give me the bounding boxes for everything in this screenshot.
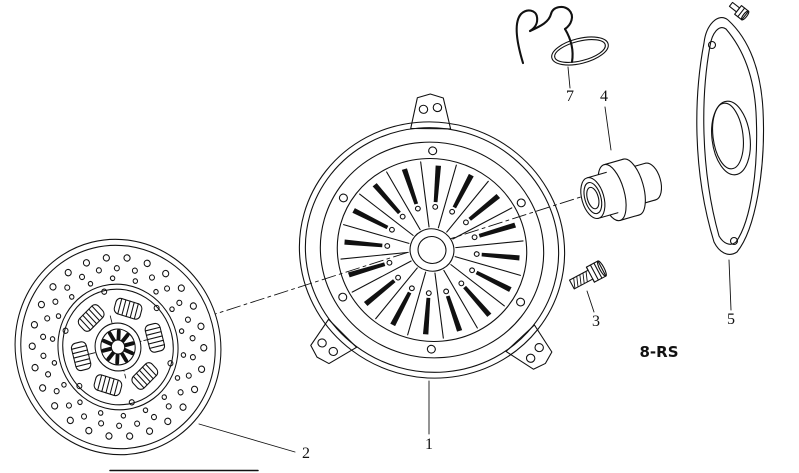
callout-2: 2: [302, 445, 310, 462]
diaphragm-spring-fingers: [340, 161, 524, 339]
clutch-disc: [14, 238, 222, 456]
disc-rivet-holes-outer: [28, 254, 208, 440]
pressure-plate: [298, 93, 566, 379]
pressure-plate-mounting-lugs: [310, 93, 553, 370]
diaphragm-spring-slots: [344, 165, 520, 335]
release-bearing: [580, 158, 663, 222]
diaphragm-finger-holes: [384, 204, 480, 296]
callout-4: 4: [600, 88, 608, 105]
guide-plate-screw: [728, 1, 750, 21]
callout-5: 5: [727, 311, 735, 328]
bolt: [568, 260, 607, 290]
disc-damper-springs: [70, 297, 166, 397]
retaining-ring: [551, 36, 609, 66]
leader-line-7: [567, 66, 571, 89]
guide-plate: [696, 1, 764, 255]
disc-rivet-holes-inner: [49, 275, 187, 419]
callout-1: 1: [425, 436, 433, 453]
leader-line-3: [586, 290, 595, 313]
leader-line-5: [728, 259, 732, 311]
pressure-plate-cover-holes: [338, 146, 526, 354]
disc-hub-spline: [101, 329, 135, 365]
retaining-clip: [515, 5, 609, 66]
leader-line-4: [604, 106, 612, 151]
callout-3: 3: [592, 313, 600, 330]
callout-7: 7: [566, 88, 574, 105]
disc-hub-rivets: [62, 288, 174, 406]
variant-code: 8-RS: [639, 343, 678, 361]
axis-centerline: [83, 177, 641, 357]
leader-line-2: [198, 423, 296, 453]
disc-rivet-holes-mid: [40, 265, 196, 429]
